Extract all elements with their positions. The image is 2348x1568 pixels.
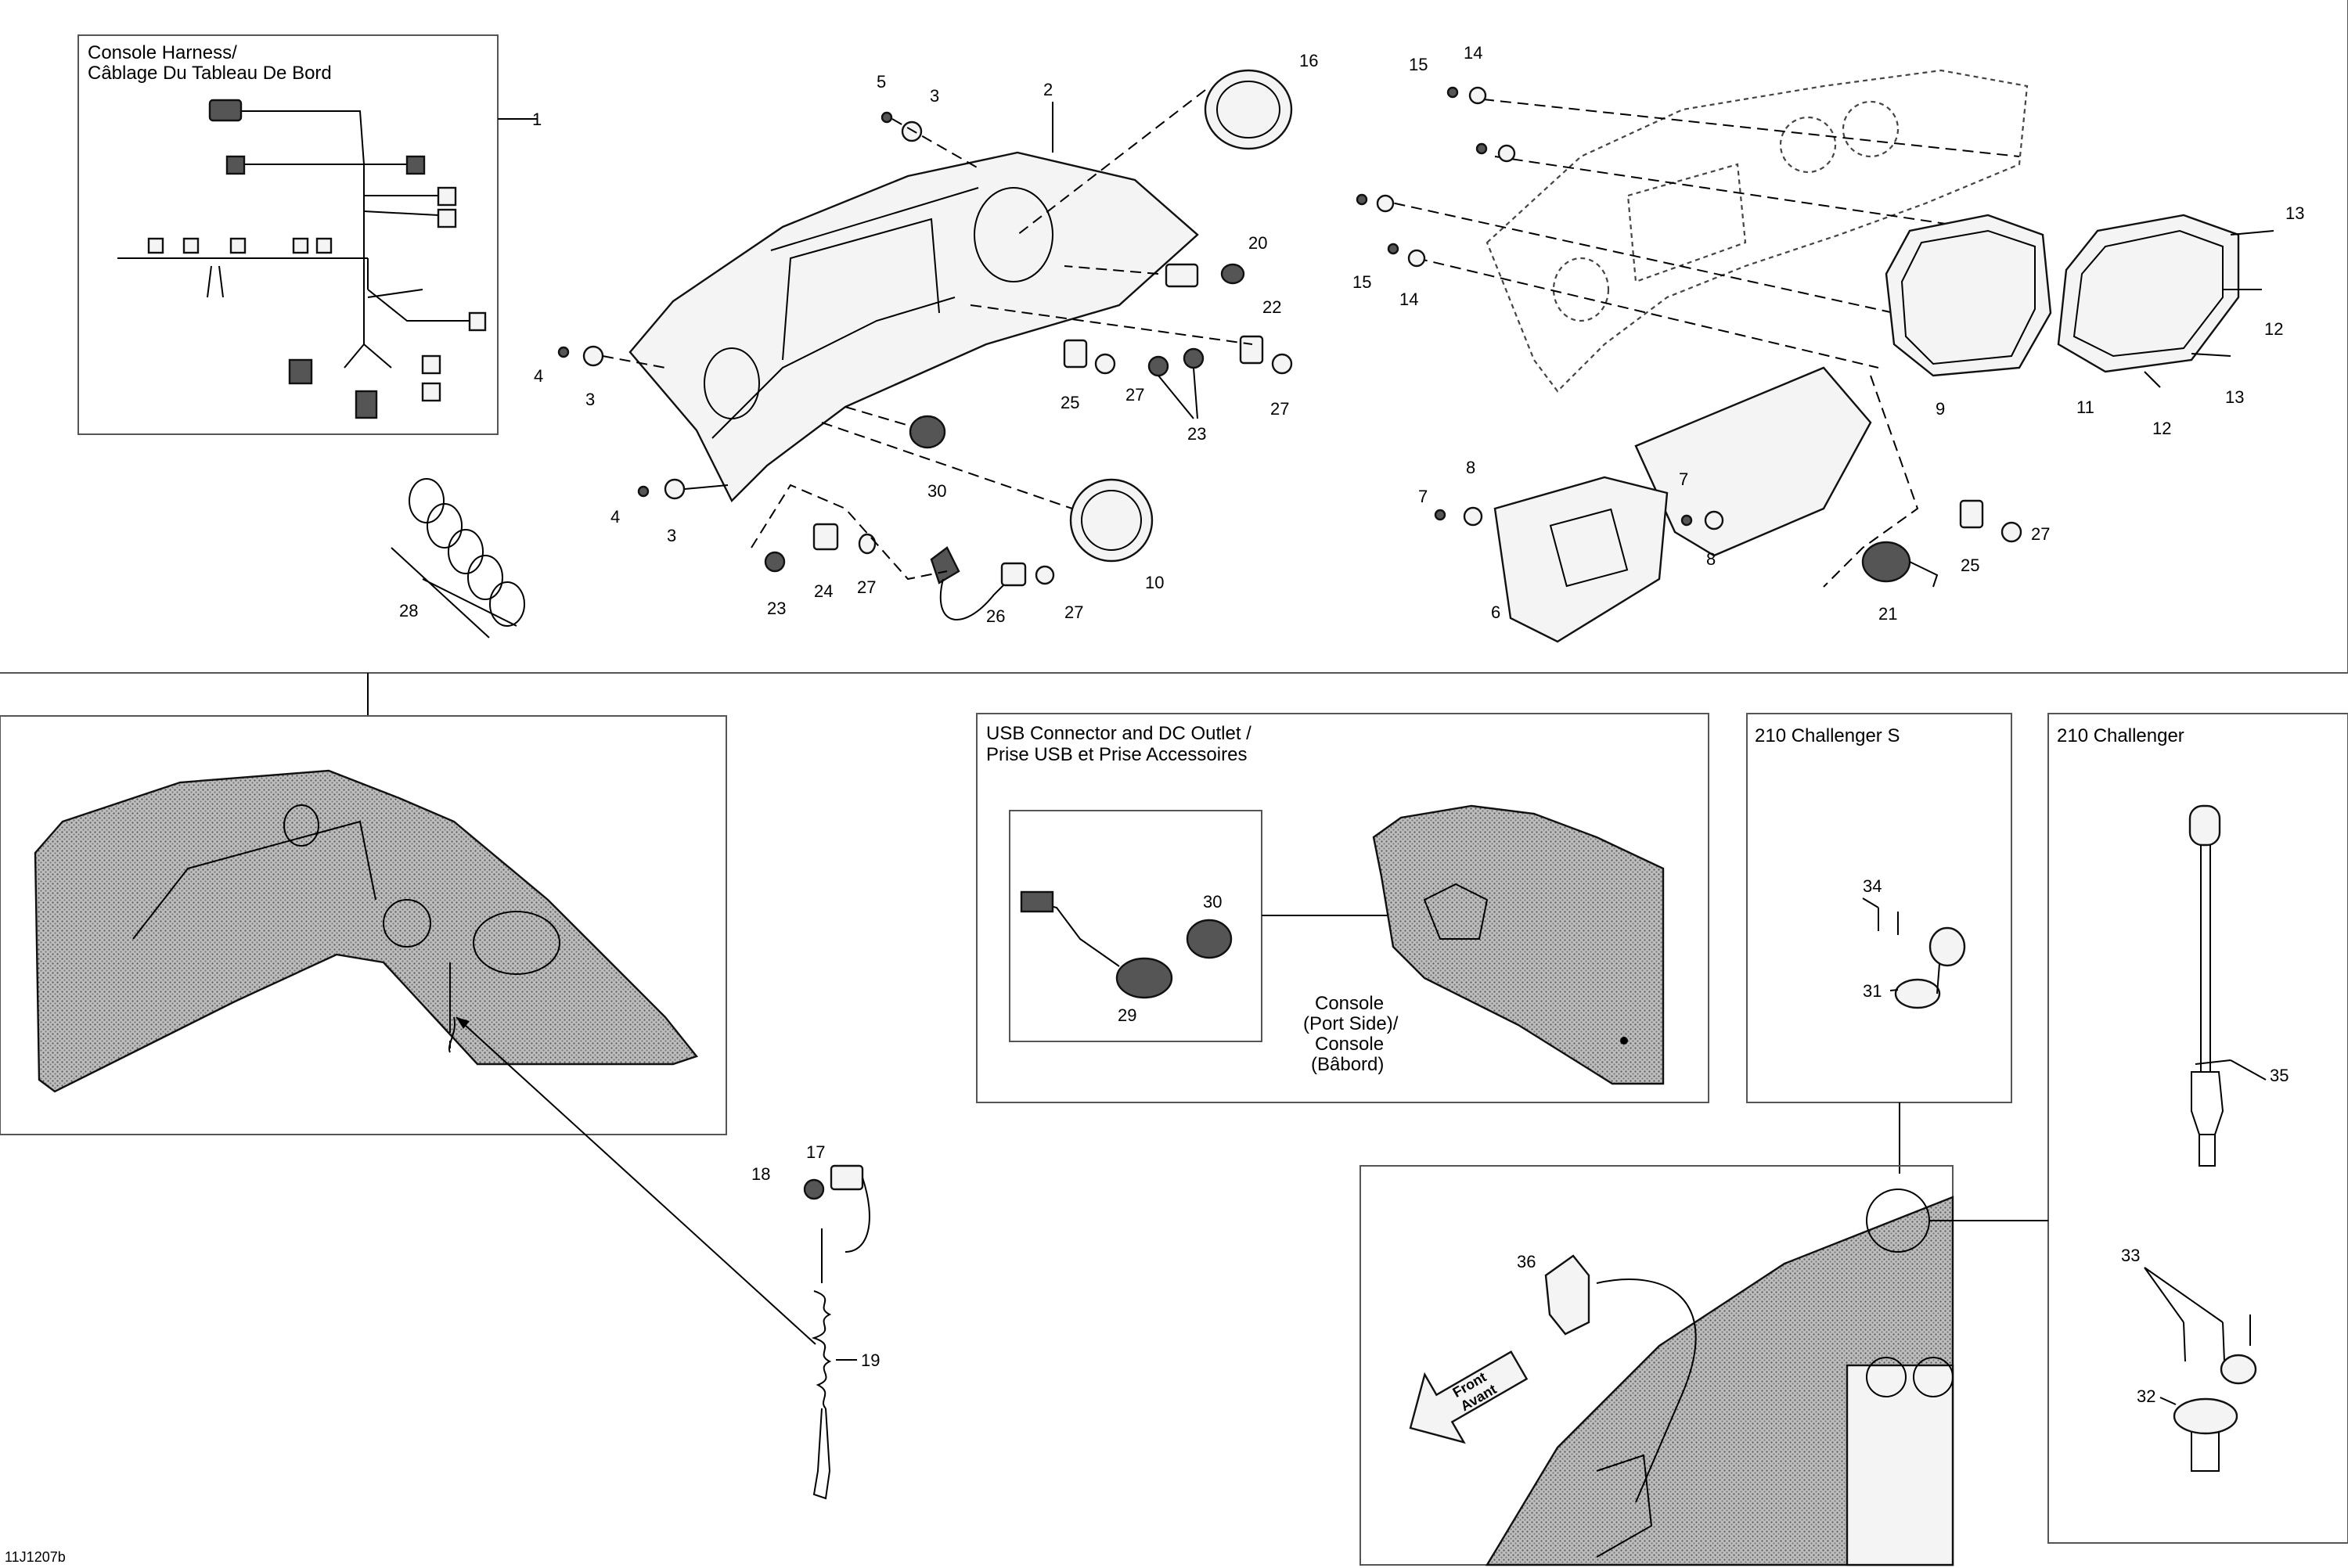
callout-13-low: 13 [2225,387,2244,407]
usb-title-1: USB Connector and DC Outlet / [986,723,1251,744]
callout-30-dash: 30 [927,481,946,501]
callout-25-right: 25 [1961,556,1979,575]
challenger-panel: 210 Challenger 35 33 32 [2047,713,2348,1544]
callout-15-top: 15 [1409,55,1428,74]
callout-35: 35 [2270,1066,2289,1085]
callout-2: 2 [1043,80,1053,99]
callout-30-usb: 30 [1203,892,1222,912]
callout-28: 28 [399,601,418,620]
callout-33: 33 [2121,1246,2140,1265]
harness-title-1: Console Harness/ [88,42,237,63]
callout-4-upper: 4 [534,366,543,386]
main-frame [0,0,2348,716]
callout-3-lower: 3 [667,526,676,545]
callout-12-low: 12 [2152,419,2171,438]
gauge-16: 16 [1017,51,1318,236]
callout-14-low: 14 [1399,290,1418,309]
callout-10: 10 [1145,573,1164,592]
callout-12-top: 12 [2264,319,2283,339]
cover-plate: 6 7 8 7 8 [1418,366,1919,643]
callout-3-top: 3 [930,86,939,106]
callout-34: 34 [1863,876,1882,896]
console-label-4: (Bâbord) [1311,1054,1384,1075]
callout-23-lower: 23 [767,599,786,618]
callout-32: 32 [2137,1386,2155,1406]
callout-4-lower: 4 [610,507,620,527]
callout-9: 9 [1936,399,1945,419]
fasteners-14-15: 15 14 15 14 [1352,43,1516,309]
console-overview-panel [0,715,816,1345]
challenger-title: 210 Challenger [2057,725,2184,746]
dash-switches: 20 22 27 25 27 23 30 10 26 27 24 27 [751,233,1293,626]
wire-harness [117,99,537,419]
callout-15-low: 15 [1352,272,1371,292]
challenger-s-panel: 210 Challenger S 34 31 [1746,713,2012,1174]
ignition-21: 21 25 27 [1861,499,2050,624]
callout-16: 16 [1299,51,1318,70]
clamps-28: 28 [391,478,525,638]
challenger-s-title: 210 Challenger S [1755,725,1900,746]
callout-17: 17 [806,1142,825,1162]
callout-21: 21 [1878,604,1897,624]
callout-14-top: 14 [1464,43,1482,63]
callout-22: 22 [1262,297,1281,317]
callout-36: 36 [1517,1252,1536,1271]
ghost-dash [1377,69,2029,393]
callout-6: 6 [1491,602,1500,622]
callout-8-left: 8 [1466,458,1475,477]
gauge-cluster: 9 11 13 12 13 12 [1885,203,2304,438]
fasteners-top: 5 3 4 3 4 3 [534,72,979,545]
lanyard-assembly: 17 18 19 [751,1142,880,1500]
console-label-2: (Port Side)/ [1303,1013,1399,1034]
callout-25-dash: 25 [1061,393,1079,412]
callout-3-upper: 3 [585,390,595,409]
callout-27-far: 27 [2031,524,2050,544]
callout-8-right: 8 [1706,549,1716,569]
callout-1: 1 [532,110,542,129]
callout-7-left: 7 [1418,487,1428,506]
callout-5: 5 [877,72,886,92]
callout-29: 29 [1118,1005,1136,1025]
dash-panel-assembly: 2 [628,80,1199,503]
callout-27-low: 27 [1064,602,1083,622]
bow-detail-panel: 36 Front Avant [1359,1165,2048,1566]
callout-18: 18 [751,1164,770,1184]
harness-title-2: Câblage Du Tableau De Bord [88,63,332,84]
front-arrow: Front Avant [1409,1350,1529,1444]
usb-panel: USB Connector and DC Outlet / Prise USB … [976,713,1709,1103]
callout-27-right: 27 [1270,399,1289,419]
callout-19: 19 [861,1350,880,1370]
callout-20: 20 [1248,233,1267,253]
callout-27-mid: 27 [1125,385,1144,405]
usb-title-2: Prise USB et Prise Accessoires [986,744,1247,765]
harness-panel: Console Harness/ Câblage Du Tableau De B… [77,34,542,435]
callout-31: 31 [1863,981,1882,1001]
console-label-3: Console [1315,1034,1384,1055]
callout-7-right: 7 [1679,469,1688,489]
console-label-1: Console [1315,993,1384,1014]
callout-27-left: 27 [857,577,876,597]
callout-13-top: 13 [2285,203,2304,223]
callout-24: 24 [814,581,833,601]
callout-23-upper: 23 [1187,424,1206,444]
callout-11: 11 [2076,397,2094,417]
callout-26: 26 [986,606,1005,626]
figure-code: 11J1207b [5,1549,66,1565]
